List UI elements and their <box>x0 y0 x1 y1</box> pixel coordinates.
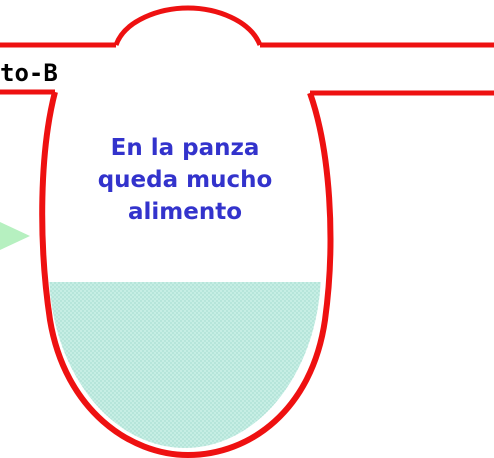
food-fill <box>49 282 321 448</box>
tube-label: to-B <box>0 59 58 87</box>
caption-line-3: alimento <box>127 199 243 225</box>
arrow-tip <box>0 222 30 250</box>
caption: En la panza queda mucho alimento <box>60 132 310 228</box>
right-tube <box>260 42 494 96</box>
belly-outline <box>113 5 263 47</box>
belly-body <box>39 91 334 458</box>
left-tube <box>0 42 116 95</box>
caption-line-1: En la panza <box>110 135 260 161</box>
caption-line-2: queda mucho <box>97 167 273 193</box>
